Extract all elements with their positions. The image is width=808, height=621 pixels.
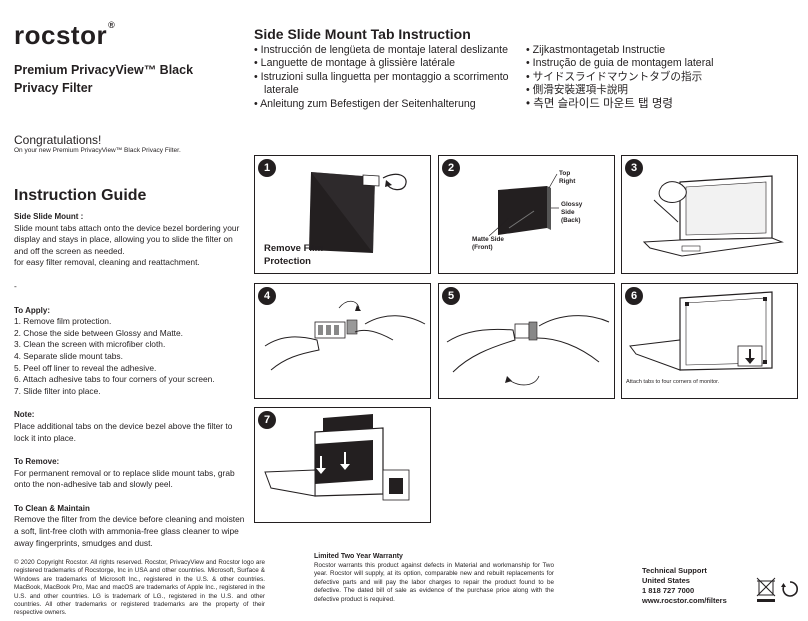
step-number-badge: 1 bbox=[258, 159, 276, 177]
list-item: • Zijkastmontagetab Instructie bbox=[526, 44, 666, 56]
clean-heading: To Clean & Maintain bbox=[14, 503, 90, 513]
congrats-subtitle: On your new Premium PrivacyView™ Black P… bbox=[14, 147, 181, 154]
apply-step: 1. Remove film protection. bbox=[14, 316, 112, 327]
separate-tabs-illustration bbox=[264, 300, 426, 371]
list-item: • サイドスライドマウントタブの指示 bbox=[526, 70, 703, 83]
step-4-panel: 4 bbox=[254, 283, 431, 399]
step-7-panel: 7 bbox=[254, 407, 431, 523]
apply-heading: To Apply: bbox=[14, 305, 50, 315]
note-text: Place additional tabs on the device beze… bbox=[14, 420, 233, 443]
list-item: • Languette de montage à glissière latér… bbox=[254, 57, 456, 70]
brand-logo: rocstor® bbox=[14, 20, 116, 50]
support-url: www.rocstor.com/filters bbox=[642, 596, 727, 605]
apply-step: 2. Chose the side between Glossy and Mat… bbox=[14, 327, 183, 338]
step-number-badge: 4 bbox=[258, 287, 276, 305]
warranty-text: Rocstor warrants this product against de… bbox=[314, 562, 554, 603]
list-item: • 측면 슬라이드 마운트 탭 명령 bbox=[526, 97, 673, 110]
list-item: • 側滑安裝選項卡說明 bbox=[526, 84, 629, 97]
language-list-left: • Instrucción de lengüeta de montaje lat… bbox=[254, 44, 516, 111]
step-number-badge: 3 bbox=[625, 159, 643, 177]
support-phone: 1 818 727 7000 bbox=[642, 586, 695, 595]
step-number-badge: 6 bbox=[625, 287, 643, 305]
apply-step: 4. Separate slide mount tabs. bbox=[14, 350, 123, 361]
warranty-title: Limited Two Year Warranty bbox=[314, 553, 403, 560]
step-number-badge: 2 bbox=[442, 159, 460, 177]
note-heading: Note: bbox=[14, 410, 35, 420]
mount-heading: Side Slide Mount : bbox=[14, 212, 84, 221]
apply-step: 6. Attach adhesive tabs to four corners … bbox=[14, 374, 215, 385]
clean-screen-illustration bbox=[642, 175, 784, 257]
mount-text-2: for easy filter removal, cleaning and re… bbox=[14, 257, 200, 268]
page-title: Side Slide Mount Tab Instruction bbox=[254, 26, 471, 42]
attach-tabs-caption: Attach tabs to four corners of monitor. bbox=[626, 379, 720, 385]
list-item: • Istruzioni sulla linguetta per montagg… bbox=[254, 70, 509, 97]
peel-liner-illustration bbox=[446, 315, 610, 386]
list-item: • Instrução de guia de montagem lateral bbox=[526, 57, 714, 70]
recycle-icon bbox=[780, 579, 800, 599]
instruction-guide-body: Side Slide Mount : Slide mount tabs atta… bbox=[14, 211, 246, 561]
apply-step: 3. Clean the screen with microfiber clot… bbox=[14, 339, 166, 350]
congrats-title: Congratulations! bbox=[14, 133, 102, 147]
step-number-badge: 7 bbox=[258, 411, 276, 429]
matte-side-label: Matte Side(Front) bbox=[472, 236, 504, 251]
list-item: • Instrucción de lengüeta de montaje lat… bbox=[254, 44, 509, 56]
slide-filter-illustration bbox=[264, 414, 410, 501]
product-title: Premium PrivacyView™ Black Privacy Filte… bbox=[14, 63, 194, 95]
apply-step: 5. Peel off liner to reveal the adhesive… bbox=[14, 362, 157, 373]
language-list-right: • Zijkastmontagetab Instructie • Instruç… bbox=[526, 44, 796, 111]
step-3-panel: 3 bbox=[621, 155, 798, 274]
copyright-text: © 2020 Copyright Rocstor. All rights res… bbox=[14, 559, 265, 617]
remove-text: For permanent removal or to replace slid… bbox=[14, 467, 235, 490]
dash: - bbox=[14, 280, 17, 291]
attach-tabs-illustration bbox=[629, 291, 773, 371]
list-item: • Anleitung zum Befestigen der Seitenhal… bbox=[254, 97, 476, 110]
remove-heading: To Remove: bbox=[14, 457, 60, 467]
support-country: United States bbox=[642, 576, 690, 585]
mount-text: Slide mount tabs attach onto the device … bbox=[14, 222, 240, 256]
weee-bin-icon bbox=[755, 577, 777, 603]
filter-peel-illustration bbox=[309, 172, 407, 253]
support-block: Technical Support United States 1 818 72… bbox=[642, 566, 727, 606]
step-5-panel: 5 bbox=[438, 283, 615, 399]
apply-step: 7. Slide filter into place. bbox=[14, 385, 101, 396]
instruction-guide-heading: Instruction Guide bbox=[14, 187, 147, 204]
glossy-matte-illustration bbox=[488, 173, 559, 237]
step-6-panel: 6 Attach tabs to four corners of monitor… bbox=[621, 283, 798, 399]
support-title: Technical Support bbox=[642, 566, 707, 575]
warranty-block: Limited Two Year Warranty Rocstor warran… bbox=[314, 553, 554, 604]
step-number-badge: 5 bbox=[442, 287, 460, 305]
clean-text: Remove the filter from the device before… bbox=[14, 514, 245, 548]
